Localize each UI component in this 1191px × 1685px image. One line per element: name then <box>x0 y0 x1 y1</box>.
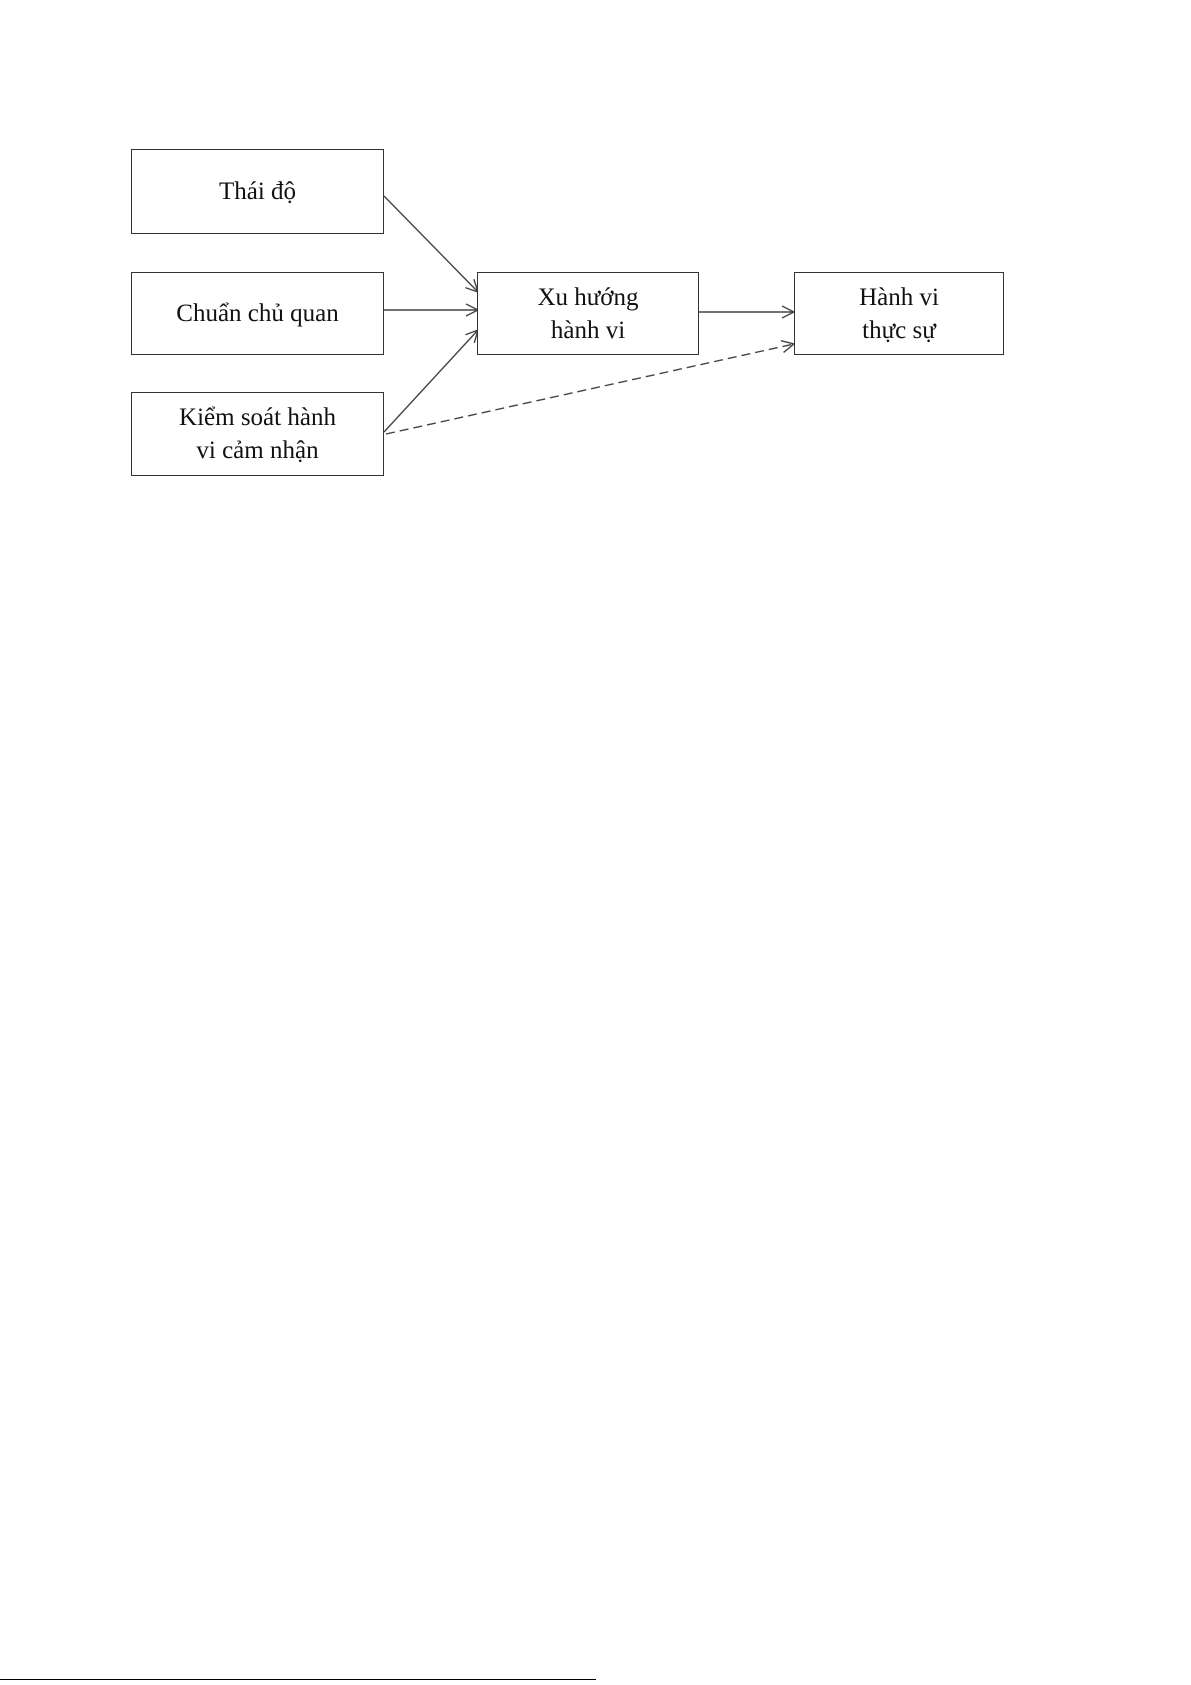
node-subjective-norm: Chuẩn chủ quan <box>131 272 384 355</box>
node-intention-label: Xu hướng hành vi <box>537 281 638 347</box>
edge-perceived-control-to-intention <box>384 330 478 432</box>
node-intention: Xu hướng hành vi <box>477 272 699 355</box>
node-perceived-control: Kiểm soát hành vi cảm nhận <box>131 392 384 476</box>
node-behavior: Hành vi thực sự <box>794 272 1004 355</box>
node-perceived-control-label: Kiểm soát hành vi cảm nhận <box>179 401 336 467</box>
node-attitude: Thái độ <box>131 149 384 234</box>
node-attitude-label: Thái độ <box>219 175 296 208</box>
footnote-divider <box>0 1679 596 1680</box>
node-behavior-label: Hành vi thực sự <box>859 281 939 347</box>
node-subjective-norm-label: Chuẩn chủ quan <box>176 297 338 330</box>
edge-perceived-control-to-behavior <box>386 344 794 434</box>
edge-attitude-to-intention <box>384 196 478 292</box>
